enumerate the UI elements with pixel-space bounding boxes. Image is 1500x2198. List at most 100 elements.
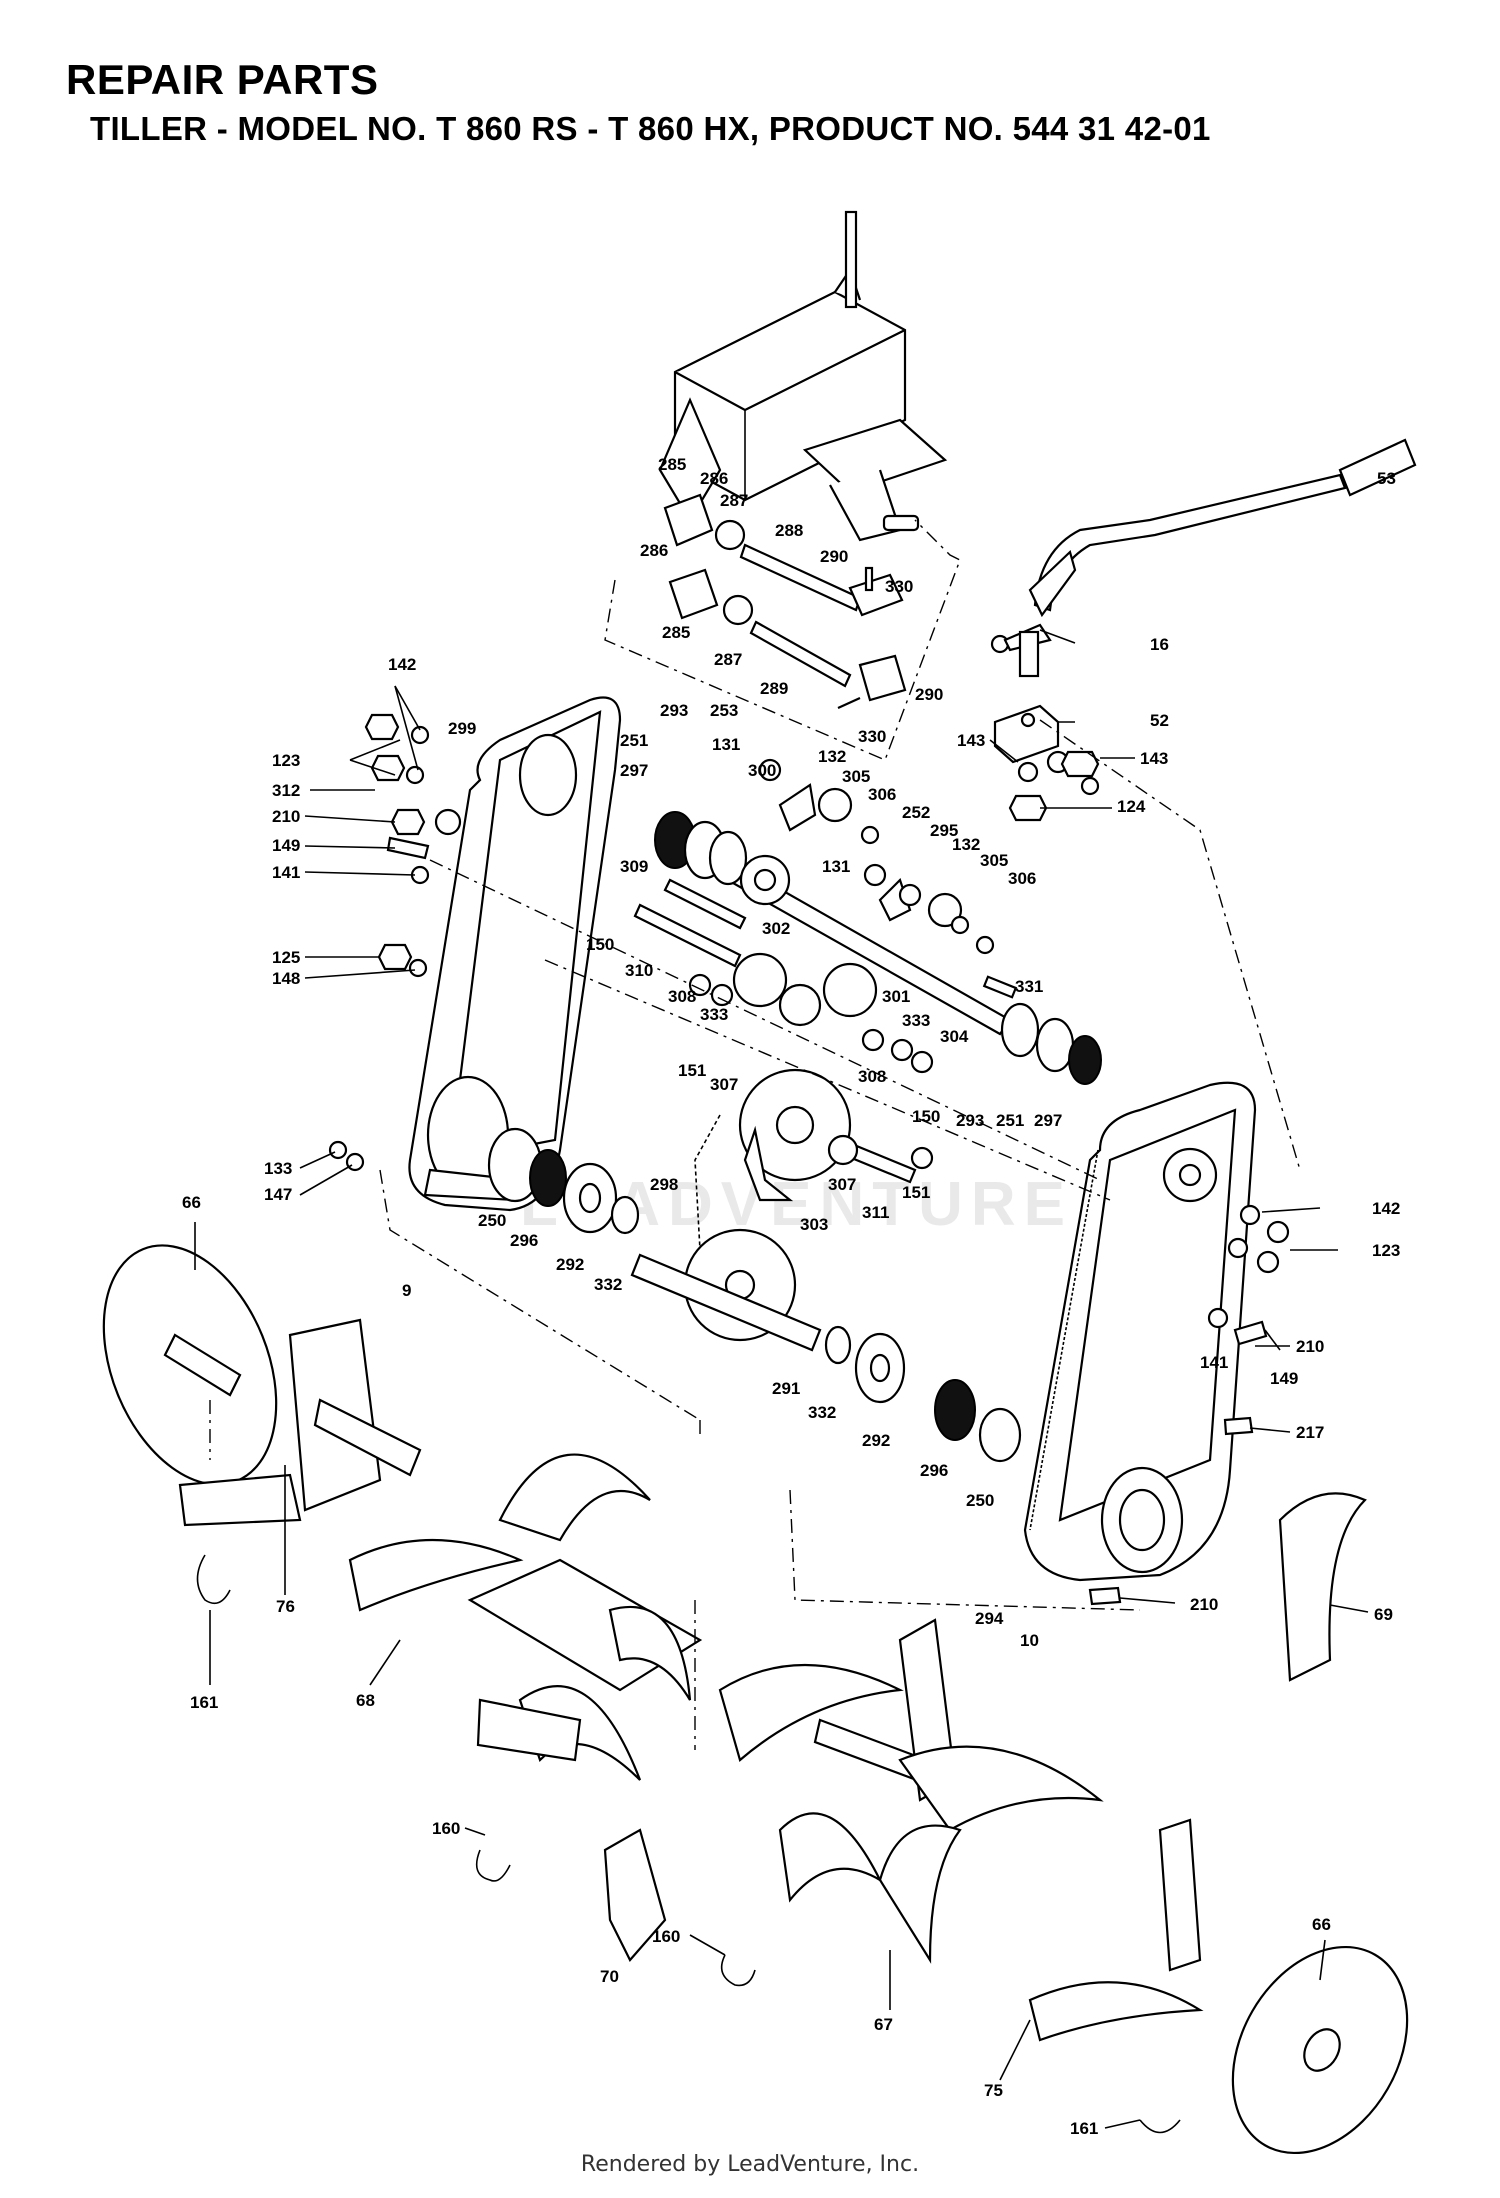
- part-label-161-b: 161: [1070, 2119, 1098, 2138]
- part-label-9: 9: [402, 1281, 411, 1300]
- part-label-290-b: 290: [915, 685, 943, 704]
- part-label-305-b: 305: [980, 851, 1008, 870]
- part-label-133: 133: [264, 1159, 292, 1178]
- part-label-295: 295: [930, 821, 958, 840]
- part-label-150-b: 150: [912, 1107, 940, 1126]
- part-label-298: 298: [650, 1175, 678, 1194]
- transmission-gears: [633, 758, 1102, 1342]
- part-label-142: 142: [388, 655, 416, 674]
- part-label-210-b: 210: [1296, 1337, 1324, 1356]
- part-label-309: 309: [620, 857, 648, 876]
- part-label-131-b: 131: [822, 857, 850, 876]
- part-label-69: 69: [1374, 1605, 1393, 1624]
- part-label-302: 302: [762, 919, 790, 938]
- part-label-16: 16: [1150, 635, 1169, 654]
- left-bearing-stack: [487, 1127, 822, 1352]
- part-label-143-b: 143: [1140, 749, 1168, 768]
- left-chain-case: [408, 696, 622, 1212]
- part-label-251-b: 251: [996, 1111, 1024, 1130]
- part-label-131: 131: [712, 735, 740, 754]
- part-label-330-b: 330: [858, 727, 886, 746]
- leader-lines: [194, 629, 1369, 2129]
- part-label-296: 296: [510, 1231, 538, 1250]
- part-label-306: 306: [868, 785, 896, 804]
- part-label-333: 333: [700, 1005, 728, 1024]
- part-label-149-b: 149: [1270, 1369, 1298, 1388]
- part-label-301: 301: [882, 987, 910, 1006]
- part-label-332-b: 332: [808, 1403, 836, 1422]
- part-label-210-c: 210: [1190, 1595, 1218, 1614]
- part-label-300: 300: [748, 761, 776, 780]
- alignment-lines: [209, 719, 1301, 1750]
- part-label-286: 286: [700, 469, 728, 488]
- part-label-311: 311: [862, 1203, 889, 1222]
- part-label-53: 53: [1377, 469, 1396, 488]
- part-label-124: 124: [1117, 797, 1146, 816]
- part-label-296-b: 296: [920, 1461, 948, 1480]
- part-label-299: 299: [448, 719, 476, 738]
- part-label-297-b: 297: [1034, 1111, 1062, 1130]
- part-label-294: 294: [975, 1609, 1004, 1628]
- shift-lever-drawing: [990, 438, 1417, 678]
- part-label-285-b: 285: [662, 623, 690, 642]
- part-label-142-b: 142: [1372, 1199, 1400, 1218]
- part-label-10: 10: [1020, 1631, 1039, 1650]
- part-label-287: 287: [720, 491, 748, 510]
- part-label-289: 289: [760, 679, 788, 698]
- part-label-160: 160: [432, 1819, 460, 1838]
- part-label-303: 303: [800, 1215, 828, 1234]
- footer-credit: Rendered by LeadVenture, Inc.: [580, 2152, 920, 2177]
- part-label-125: 125: [272, 948, 300, 967]
- part-label-332: 332: [594, 1275, 622, 1294]
- part-label-67: 67: [874, 2015, 893, 2034]
- right-bearing-stack: [824, 1325, 1022, 1463]
- part-label-252: 252: [902, 803, 930, 822]
- part-label-304: 304: [940, 1027, 969, 1046]
- page-subtitle: TILLER - MODEL NO. T 860 RS - T 860 HX, …: [90, 110, 1211, 147]
- part-label-288: 288: [775, 521, 803, 540]
- part-label-290: 290: [820, 547, 848, 566]
- part-label-250-b: 250: [966, 1491, 994, 1510]
- part-label-76: 76: [276, 1597, 295, 1616]
- part-label-210: 210: [272, 807, 300, 826]
- part-label-286-b: 286: [640, 541, 668, 560]
- right-hardware: [1088, 1204, 1290, 1606]
- part-label-292: 292: [556, 1255, 584, 1274]
- part-label-147: 147: [264, 1185, 292, 1204]
- part-label-132-b: 132: [952, 835, 980, 854]
- part-label-143: 143: [957, 731, 985, 750]
- part-label-151-b: 151: [902, 1183, 930, 1202]
- part-label-160-b: 160: [652, 1927, 680, 1946]
- part-labels: 53 16 52 143 143 124 285 286 287 288 290…: [182, 455, 1400, 2138]
- part-label-251: 251: [620, 731, 648, 750]
- part-label-293-b: 293: [956, 1111, 984, 1130]
- right-chain-case: [1023, 1081, 1257, 1582]
- part-label-293: 293: [660, 701, 688, 720]
- part-label-330: 330: [885, 577, 913, 596]
- part-label-150: 150: [586, 935, 614, 954]
- part-label-66: 66: [182, 1193, 201, 1212]
- part-label-141-b: 141: [1200, 1353, 1228, 1372]
- part-label-297: 297: [620, 761, 648, 780]
- part-label-250: 250: [478, 1211, 506, 1230]
- part-label-308: 308: [668, 987, 696, 1006]
- part-label-312: 312: [272, 781, 300, 800]
- part-label-287-b: 287: [714, 650, 742, 669]
- shift-rod-assembly: [604, 493, 961, 761]
- part-label-292-b: 292: [862, 1431, 890, 1450]
- part-label-333-b: 333: [902, 1011, 930, 1030]
- part-label-141: 141: [272, 863, 300, 882]
- part-label-68: 68: [356, 1691, 375, 1710]
- part-label-308-b: 308: [858, 1067, 886, 1086]
- part-label-161: 161: [190, 1693, 218, 1712]
- part-label-305: 305: [842, 767, 870, 786]
- part-label-70: 70: [600, 1967, 619, 1986]
- part-label-331: 331: [1015, 977, 1043, 996]
- page-title: REPAIR PARTS: [66, 56, 379, 103]
- part-label-123-b: 123: [1372, 1241, 1400, 1260]
- part-label-310: 310: [625, 961, 653, 980]
- part-label-285: 285: [658, 455, 686, 474]
- part-label-253: 253: [710, 701, 738, 720]
- left-wheel-tines: [102, 1244, 703, 1962]
- part-label-66-b: 66: [1312, 1915, 1331, 1934]
